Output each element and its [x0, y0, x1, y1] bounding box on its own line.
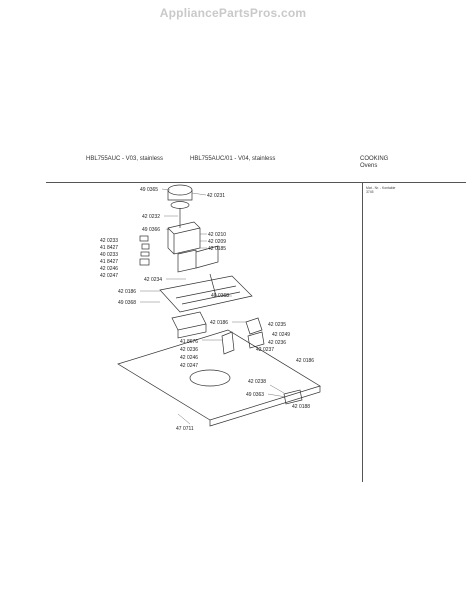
part-label: 42 0247: [180, 363, 198, 369]
part-label: 42 0185: [208, 246, 226, 252]
diagram-linework: [117, 184, 321, 427]
column-divider: [362, 182, 363, 482]
leader-490363: [267, 393, 287, 398]
part-label: 47 0711: [176, 426, 194, 432]
mount-plate-flange: [195, 245, 219, 269]
category-subtitle: Ovens: [360, 163, 378, 169]
part-label: 42 0186: [210, 320, 228, 326]
leader-470711: [177, 413, 191, 425]
model-label-v04: HBL755AUC/01 - V04, stainless: [190, 156, 276, 162]
motor-top-cap: [167, 184, 193, 196]
part-label: 42 0210: [208, 232, 226, 238]
leader-lines: [140, 188, 287, 425]
small-part-d: [139, 258, 150, 266]
part-label: 42 0236: [268, 340, 286, 346]
header-divider: [46, 182, 466, 183]
model-label-v03: HBL755AUC - V03, stainless: [86, 156, 164, 162]
part-label: 40 0233: [100, 252, 118, 258]
part-label: 41 8676: [180, 339, 198, 345]
right-bracket-upper: [245, 317, 263, 335]
part-label: 42 0246: [100, 266, 118, 272]
part-label: 42 0232: [142, 214, 160, 220]
small-part-b: [141, 243, 150, 250]
part-label: 42 0231: [207, 193, 225, 199]
part-label: 41 8427: [100, 259, 118, 265]
side-note-line-1: Mat - Nr. - Kontakte: [366, 186, 396, 190]
leader-420238: [269, 384, 285, 394]
side-note: Mat - Nr. - Kontakte 3745: [366, 186, 395, 194]
small-part-a: [139, 235, 149, 242]
part-label: 49 0368: [211, 293, 229, 299]
part-label: 42 0233: [100, 238, 118, 244]
mount-plate: [177, 249, 197, 273]
main-plate: [117, 329, 321, 421]
right-tab: [283, 389, 303, 405]
part-label: 49 0366: [142, 227, 160, 233]
carriage-side: [177, 324, 207, 339]
side-note-line-2: 3745: [366, 190, 374, 194]
center-bracket: [221, 331, 235, 355]
small-part-c: [140, 251, 150, 257]
part-number-labels: 49 0365 42 0231 42 0232 49 0366 42 0210 …: [100, 187, 314, 432]
leader-490366: [165, 228, 171, 231]
carriage: [171, 311, 207, 331]
motor-shaft-collar: [170, 201, 190, 209]
category-title: COOKING: [360, 156, 389, 162]
part-label: 49 0368: [118, 300, 136, 306]
category-label: COOKING Ovens: [360, 156, 388, 170]
part-label: 42 0186: [118, 289, 136, 295]
part-label: 42 0186: [296, 358, 314, 364]
leader-490365-top: [161, 188, 171, 191]
part-label: 42 0246: [180, 355, 198, 361]
part-label: 42 0238: [248, 379, 266, 385]
part-label: 42 0247: [100, 273, 118, 279]
part-label: 42 0236: [180, 347, 198, 353]
motor-housing: [167, 190, 193, 201]
leader-420231: [191, 192, 207, 196]
part-label: 42 0249: [272, 332, 290, 338]
main-plate-edge: [209, 386, 321, 427]
right-bracket-lower: [247, 331, 265, 349]
part-label: 42 0235: [268, 322, 286, 328]
part-label: 42 0209: [208, 239, 226, 245]
part-label: 49 0363: [246, 392, 264, 398]
part-label: 41 8427: [100, 245, 118, 251]
drive-rail-strut: [209, 273, 217, 297]
part-label: 42 0237: [256, 347, 274, 353]
part-label: 49 0365: [140, 187, 158, 193]
site-watermark: AppliancePartsPros.com: [159, 6, 307, 20]
part-label: 42 0188: [292, 404, 310, 410]
drive-rail-slots: [175, 285, 241, 305]
motor-bracket-box: [167, 221, 201, 255]
drive-rail-frame: [159, 275, 253, 313]
main-plate-opening: [189, 369, 231, 387]
part-label: 42 0234: [144, 277, 162, 283]
